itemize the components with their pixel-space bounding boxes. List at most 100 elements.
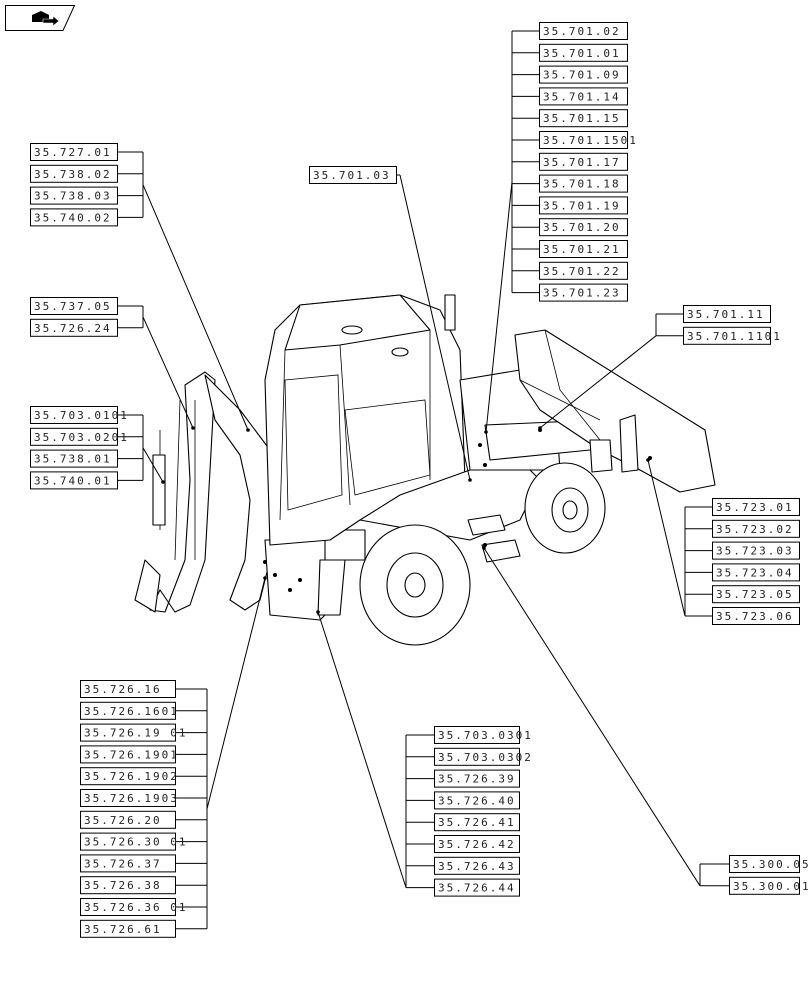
part-number-text: 35.738.01 — [34, 453, 112, 466]
part-label[interactable]: 35.726.1601 — [80, 701, 179, 720]
part-number-text: 35.737.05 — [34, 300, 112, 313]
part-label[interactable]: 35.701.11 — [683, 305, 771, 323]
part-label[interactable]: 35.701.02 — [539, 22, 628, 40]
part-label[interactable]: 35.726.39 — [434, 769, 520, 788]
part-number-text: 35.726.37 — [84, 857, 162, 870]
part-label[interactable]: 35.726.1903 — [80, 789, 179, 807]
part-label[interactable]: 35.723.06 — [712, 607, 800, 625]
part-label[interactable]: 35.701.18 — [539, 174, 628, 193]
part-number-text: 35.701.14 — [543, 90, 621, 103]
leader-pointer — [142, 184, 249, 431]
part-label[interactable]: 35.701.20 — [539, 218, 628, 237]
part-label[interactable]: 35.723.05 — [712, 585, 800, 604]
part-label[interactable]: 35.701.22 — [539, 261, 628, 280]
part-label[interactable]: 35.726.42 — [434, 835, 520, 853]
nav-button[interactable] — [5, 5, 76, 31]
part-label-box — [80, 854, 176, 873]
part-label-box — [434, 791, 520, 810]
part-label[interactable]: 35.703.0101 — [30, 406, 129, 424]
part-number-text: 35.300.05 — [733, 858, 811, 871]
part-label[interactable]: 35.701.19 — [539, 196, 628, 215]
part-number-text: 35.701.18 — [543, 178, 621, 191]
part-label[interactable]: 35.727.01 — [30, 143, 118, 161]
part-number-text: 35.701.19 — [543, 199, 621, 212]
part-label[interactable]: 35.703.0302 — [434, 747, 533, 766]
part-label[interactable]: 35.701.21 — [539, 240, 628, 258]
part-label[interactable]: 35.726.37 — [80, 854, 176, 873]
part-label[interactable]: 35.701.01 — [539, 43, 628, 62]
part-label-box — [80, 876, 176, 895]
part-label[interactable]: 35.703.0201 — [30, 427, 129, 446]
part-number-text: 35.738.03 — [34, 190, 112, 203]
part-label[interactable]: 35.701.1101 — [683, 326, 782, 345]
leader-pointer — [142, 447, 164, 483]
part-label[interactable]: 35.738.01 — [30, 449, 118, 468]
part-label[interactable]: 35.703.0301 — [434, 726, 533, 744]
part-number-text: 35.701.1101 — [687, 330, 782, 343]
part-label-box — [539, 152, 628, 171]
part-number-text: 35.703.0302 — [438, 751, 533, 764]
part-label[interactable]: 35.701.14 — [539, 87, 628, 106]
part-label-box — [30, 143, 118, 161]
part-label-box — [80, 810, 176, 829]
part-label[interactable]: 35.726.24 — [30, 318, 118, 337]
leader-pointer — [399, 174, 471, 481]
part-label-box — [712, 541, 800, 560]
part-label-box — [80, 745, 176, 764]
part-label-box — [712, 585, 800, 604]
part-label-box — [30, 186, 118, 205]
part-label[interactable]: 35.726.30 01 — [80, 832, 188, 851]
part-number-text: 35.701.01 — [543, 47, 621, 60]
part-label[interactable]: 35.723.04 — [712, 563, 800, 582]
part-label[interactable]: 35.726.16 — [80, 680, 176, 698]
part-label-box — [30, 449, 118, 468]
part-label[interactable]: 35.300.01 — [729, 876, 811, 895]
part-number-text: 35.726.20 — [84, 814, 162, 827]
part-label[interactable]: 35.701.23 — [539, 283, 628, 302]
part-label[interactable]: 35.726.61 — [80, 919, 176, 938]
part-number-text: 35.726.41 — [438, 816, 516, 829]
part-label[interactable]: 35.726.43 — [434, 856, 520, 875]
part-label[interactable]: 35.726.1901 — [80, 745, 179, 764]
part-label[interactable]: 35.701.17 — [539, 152, 628, 171]
part-label[interactable]: 35.723.02 — [712, 519, 800, 538]
part-label[interactable]: 35.726.38 — [80, 876, 176, 895]
leader-pointer — [483, 547, 701, 887]
leader-endpoint — [191, 426, 195, 430]
part-label[interactable]: 35.701.09 — [539, 65, 628, 84]
part-label[interactable]: 35.738.02 — [30, 164, 118, 183]
leader-pointer — [647, 459, 686, 617]
part-label-box — [434, 856, 520, 875]
leader-endpoint — [263, 576, 267, 580]
part-label[interactable]: 35.723.03 — [712, 541, 800, 560]
part-label[interactable]: 35.701.15 — [539, 109, 628, 128]
part-label[interactable]: 35.738.03 — [30, 186, 118, 205]
part-label[interactable]: 35.726.41 — [434, 813, 520, 832]
part-label-box — [539, 65, 628, 84]
part-label[interactable]: 35.726.20 — [80, 810, 176, 829]
part-label-box — [434, 726, 520, 744]
part-number-text: 35.701.20 — [543, 221, 621, 234]
part-number-text: 35.726.1903 — [84, 792, 179, 805]
part-label[interactable]: 35.726.1902 — [80, 767, 179, 786]
part-label[interactable]: 35.737.05 — [30, 297, 118, 315]
part-label[interactable]: 35.740.02 — [30, 208, 118, 227]
part-label[interactable]: 35.723.01 — [712, 498, 800, 516]
part-label[interactable]: 35.701.03 — [309, 166, 397, 184]
part-label[interactable]: 35.726.44 — [434, 878, 520, 897]
leader-pointer — [206, 577, 266, 810]
part-label[interactable]: 35.740.01 — [30, 471, 118, 490]
part-label-box — [80, 898, 176, 916]
part-label[interactable]: 35.726.40 — [434, 791, 520, 810]
part-label[interactable]: 35.701.1501 — [539, 131, 638, 149]
part-label-box — [434, 835, 520, 853]
part-label[interactable]: 35.726.36 01 — [80, 898, 188, 916]
part-label[interactable]: 35.300.05 — [729, 855, 811, 873]
part-label-box — [683, 305, 771, 323]
part-label[interactable]: 35.726.19 01 — [80, 723, 188, 742]
part-number-text: 35.701.09 — [543, 69, 621, 82]
part-number-text: 35.703.0301 — [438, 729, 533, 742]
part-label-box — [539, 43, 628, 62]
part-label-box — [539, 261, 628, 280]
